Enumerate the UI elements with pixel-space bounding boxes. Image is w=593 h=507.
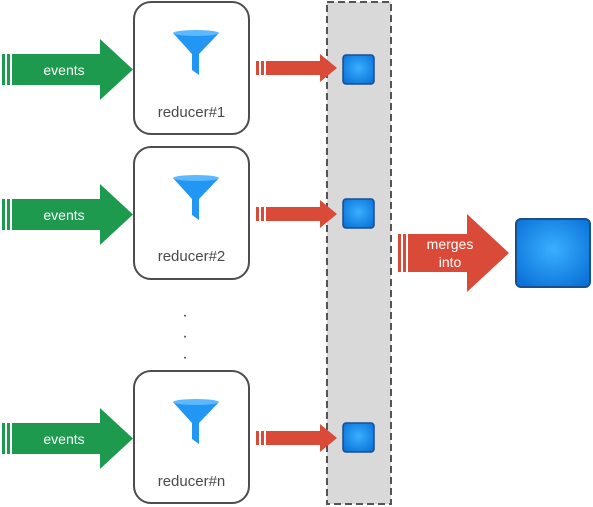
reducer-row-n: events reducer#n: [2, 370, 375, 504]
reducer-label-1: reducer#1: [158, 104, 226, 121]
reducer-label-n: reducer#n: [158, 473, 226, 490]
output-arrow-1: [256, 54, 337, 82]
output-arrow-2: [256, 200, 337, 228]
merge-label-line2: into: [439, 254, 462, 270]
merged-result-box: [515, 218, 591, 288]
reducer-row-1: events reducer#1: [2, 1, 375, 135]
funnel-icon: [173, 30, 219, 75]
funnel-icon: [173, 175, 219, 220]
partial-result-n: [342, 422, 375, 453]
collector-panel: [326, 1, 392, 505]
reducer-box-n: [133, 370, 250, 504]
merge-label-line1: merges: [427, 236, 474, 252]
reducer-box-1: [133, 1, 250, 135]
output-arrow-n: [256, 424, 337, 452]
reducer-label-2: reducer#2: [158, 248, 226, 265]
reducer-row-2: events reducer#2: [2, 146, 375, 280]
events-label-2: events: [43, 207, 84, 223]
svg-text:·: ·: [182, 349, 187, 366]
reducer-box-2: [133, 146, 250, 280]
partial-result-2: [342, 198, 375, 229]
partial-result-1: [342, 54, 375, 85]
events-label-n: events: [43, 431, 84, 447]
events-arrow-2: events: [2, 184, 133, 245]
events-arrow-n: events: [2, 408, 133, 469]
svg-text:·: ·: [182, 307, 187, 324]
ellipsis: · · ·: [182, 307, 187, 366]
funnel-icon: [173, 399, 219, 444]
svg-text:·: ·: [182, 328, 187, 345]
events-arrow-1: events: [2, 39, 133, 100]
merge-arrow: merges into: [398, 214, 509, 292]
events-label-1: events: [43, 62, 84, 78]
